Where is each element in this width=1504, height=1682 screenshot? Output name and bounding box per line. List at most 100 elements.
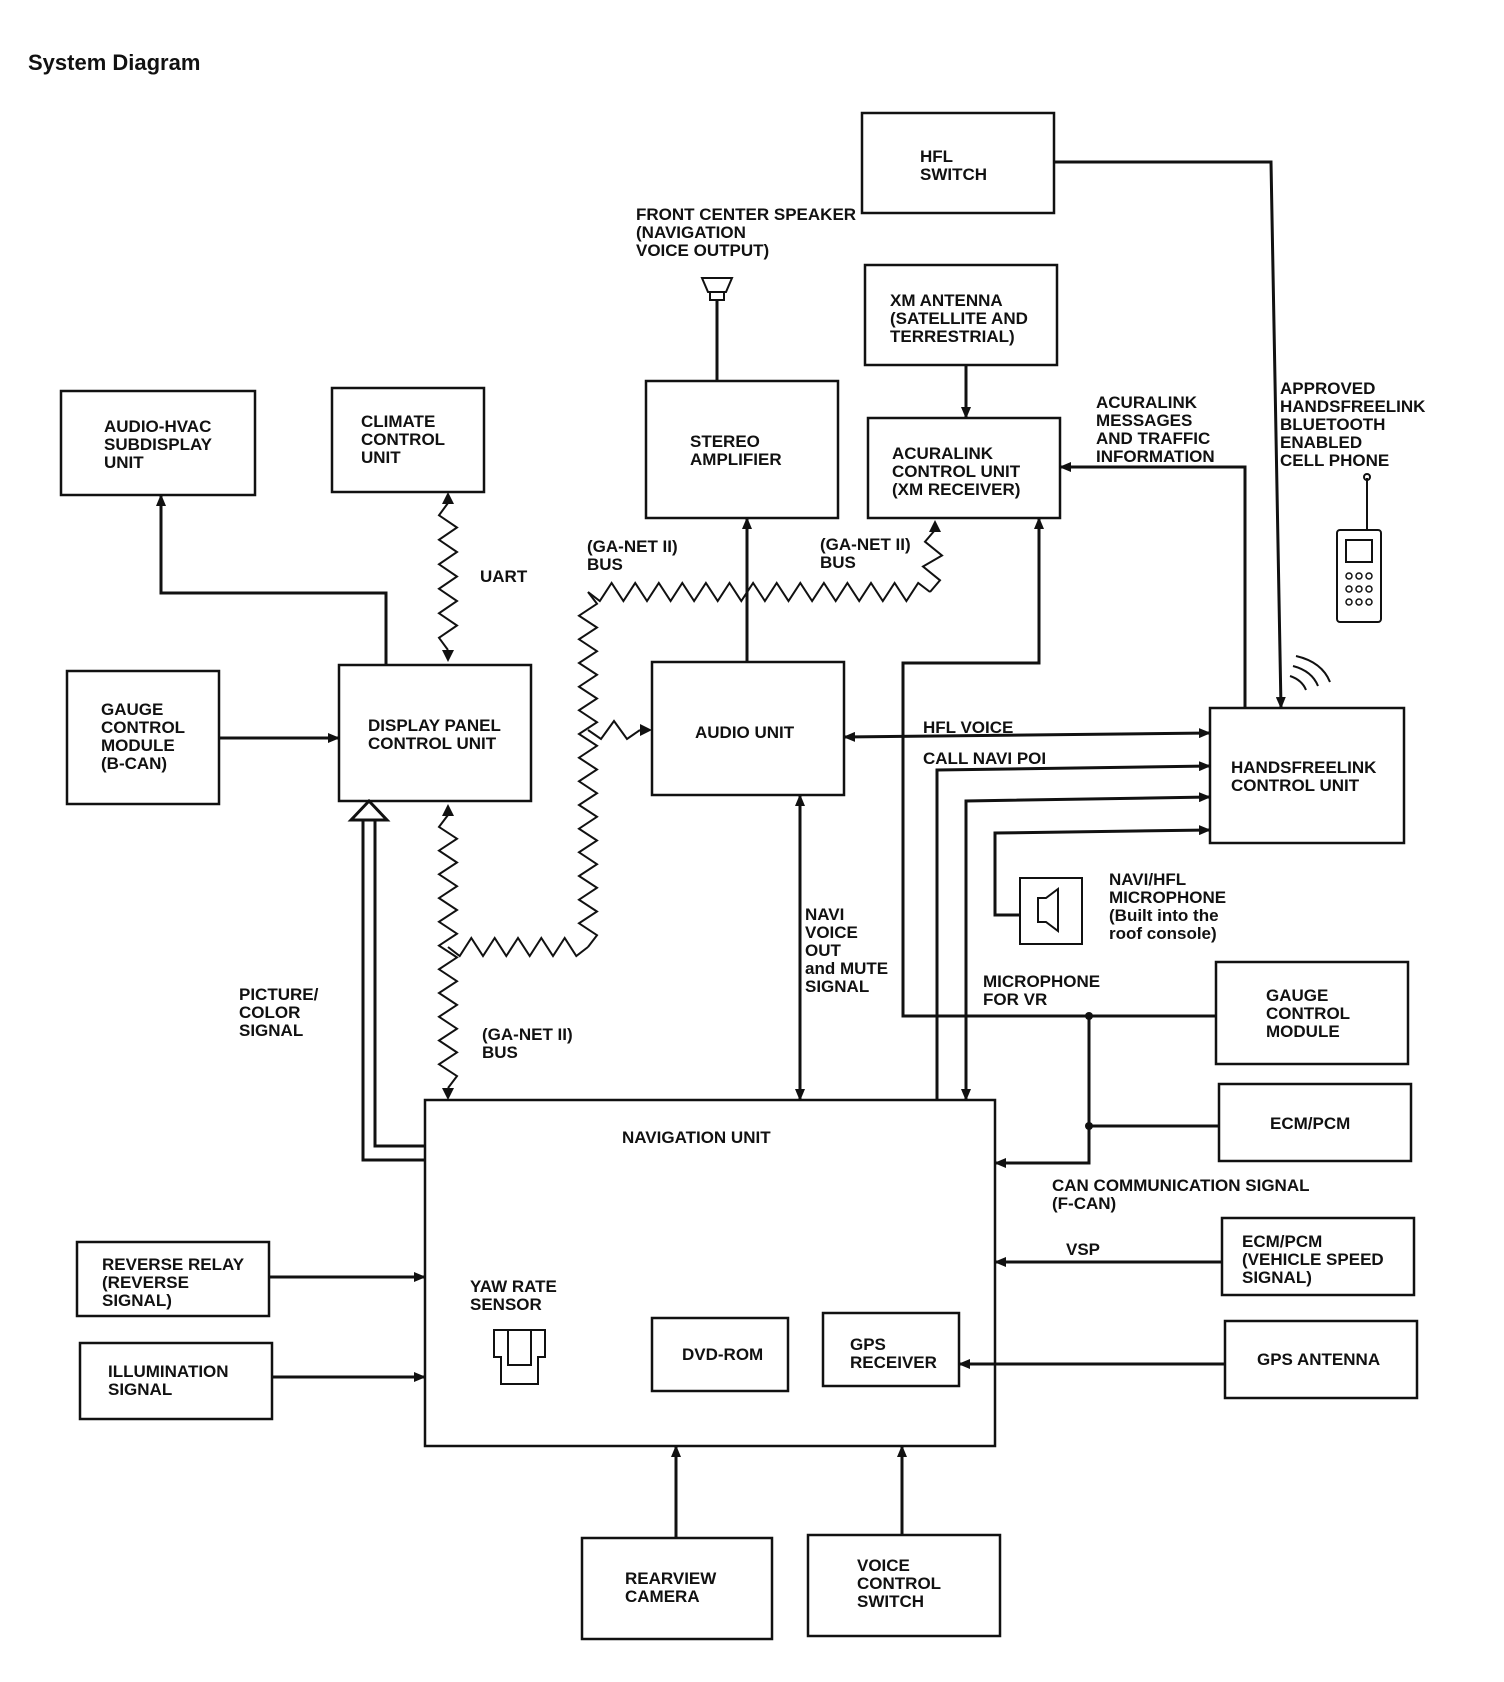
microphone-icon <box>1019 877 1083 945</box>
text-line: SWITCH <box>920 165 987 184</box>
text-line: MESSAGES <box>1096 411 1192 430</box>
text-line: HFL <box>920 147 953 166</box>
text-line: PICTURE/ <box>239 985 319 1004</box>
ga-net-zigzag <box>437 502 459 651</box>
text-line: (B-CAN) <box>101 754 167 773</box>
text-line: (REVERSE <box>102 1273 189 1292</box>
wireless-signal-icon <box>1289 655 1331 691</box>
text-line: CAMERA <box>625 1587 700 1606</box>
text-line: REVERSE RELAY <box>102 1255 245 1274</box>
text-line: CALL NAVI POI <box>923 749 1046 768</box>
text-line: CLIMATE <box>361 412 435 431</box>
audio-unit-box: AUDIO UNIT <box>650 660 846 797</box>
text-line: FRONT CENTER SPEAKER <box>636 205 856 224</box>
gps-antenna-box: GPS ANTENNA <box>1223 1319 1419 1400</box>
text-line: SENSOR <box>470 1295 542 1314</box>
text-line: FOR VR <box>983 990 1047 1009</box>
ga-net-zigzag <box>587 581 931 603</box>
bus-arrowhead <box>640 724 652 736</box>
picture-signal-hollow-arrow <box>347 798 425 1162</box>
yaw-rate-sensor-icon <box>493 1329 546 1385</box>
text-line: YAW RATE <box>470 1277 557 1296</box>
text-line: SUBDISPLAY <box>104 435 213 454</box>
ga-net-zigzag <box>587 719 641 741</box>
ga-net-zigzag <box>577 591 599 948</box>
text-line: (GA-NET II) <box>820 535 911 554</box>
text-line: CONTROL UNIT <box>1231 776 1360 795</box>
text-line: TERRESTRIAL) <box>890 327 1015 346</box>
ga-net-zigzag <box>921 529 944 593</box>
text-line: OUT <box>805 941 842 960</box>
text-line: CONTROL <box>857 1574 941 1593</box>
text-line: VOICE <box>805 923 858 942</box>
ga-net-zigzag <box>447 936 589 958</box>
text-line: (NAVIGATION <box>636 223 746 242</box>
text-line: APPROVED <box>1280 379 1375 398</box>
text-line: CELL PHONE <box>1280 451 1389 470</box>
text-line: (VEHICLE SPEED <box>1242 1250 1384 1269</box>
text-line: MICROPHONE <box>983 972 1100 991</box>
text-line: (Built into the <box>1109 906 1219 925</box>
text-line: NAVIGATION UNIT <box>622 1128 771 1147</box>
text-line: GPS ANTENNA <box>1257 1350 1380 1369</box>
text-line: SIGNAL <box>239 1021 303 1040</box>
text-line: ENABLED <box>1280 433 1362 452</box>
text-line: BUS <box>587 555 623 574</box>
text-line: MODULE <box>101 736 175 755</box>
text-line: ACURALINK <box>892 444 994 463</box>
text-line: COLOR <box>239 1003 300 1022</box>
text-line: UART <box>480 567 528 586</box>
text-line: CONTROL <box>1266 1004 1350 1023</box>
text-line: (GA-NET II) <box>482 1025 573 1044</box>
text-line: REARVIEW <box>625 1569 717 1588</box>
connections <box>156 160 1286 1538</box>
text-line: CONTROL <box>361 430 445 449</box>
text-line: AND TRAFFIC <box>1096 429 1210 448</box>
call-navi-poi-label: CALL NAVI POI <box>923 749 1046 768</box>
text-line: MODULE <box>1266 1022 1340 1041</box>
text-line: DISPLAY PANEL <box>368 716 501 735</box>
text-line: SWITCH <box>857 1592 924 1611</box>
text-line: BLUETOOTH <box>1280 415 1385 434</box>
ga-net-bus-right-label: (GA-NET II)BUS <box>820 535 911 572</box>
text-line: GAUGE <box>101 700 163 719</box>
ga-net-zigzag <box>437 814 459 1089</box>
svg-text:AUDIO UNIT: AUDIO UNIT <box>695 723 795 742</box>
svg-text:DVD-ROM: DVD-ROM <box>682 1345 763 1364</box>
ga-net-bus-lower-label: (GA-NET II)BUS <box>482 1025 573 1062</box>
bus-arrowhead <box>442 650 454 662</box>
text-line: ECM/PCM <box>1270 1114 1350 1133</box>
ga-net-bus-left-label: (GA-NET II)BUS <box>587 537 678 574</box>
bus-arrowhead <box>442 1088 454 1100</box>
text-line: roof console) <box>1109 924 1217 943</box>
text-line: and MUTE <box>805 959 888 978</box>
text-line: ECM/PCM <box>1242 1232 1322 1251</box>
